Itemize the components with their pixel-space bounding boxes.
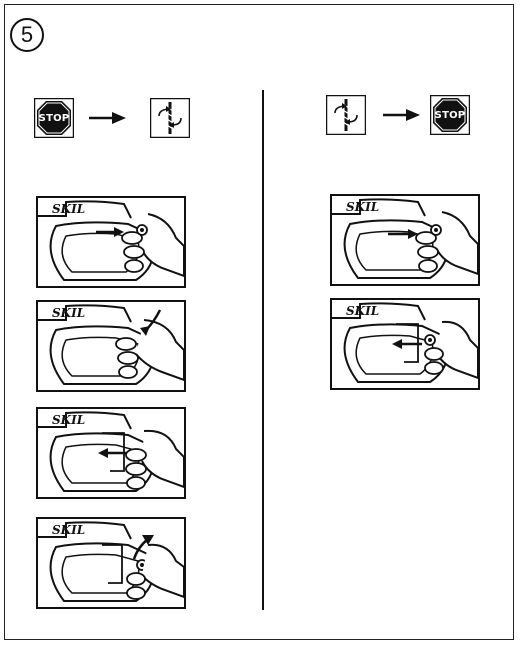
brand-logo: SKIL: [346, 200, 379, 214]
left-panel-2-squeeze-trigger: SKIL: [36, 300, 186, 392]
drill-handle-illustration: SKIL: [330, 194, 480, 286]
right-panel-2-release-lock: SKIL: [330, 298, 480, 390]
step-number: 5: [21, 22, 33, 48]
stop-label: STOP: [430, 95, 470, 135]
drill-bit-rotation-icon: [326, 95, 366, 135]
column-divider: [262, 90, 264, 610]
left-panel-3-release-trigger: SKIL: [36, 407, 186, 499]
drill-handle-illustration: SKIL: [36, 517, 186, 609]
brand-logo: SKIL: [346, 304, 379, 318]
right-arrow-icon: [88, 110, 128, 126]
brand-logo: SKIL: [52, 306, 85, 320]
drill-handle-illustration: SKIL: [36, 300, 186, 392]
drill-handle-illustration: SKIL: [36, 407, 186, 499]
right-arrow-icon: [382, 107, 422, 123]
stop-icon: STOP: [34, 98, 74, 138]
drill-bit-rotation-icon: [150, 98, 190, 138]
brand-logo: SKIL: [52, 523, 85, 537]
left-panel-1-press-lock: SKIL: [36, 196, 186, 288]
brand-logo: SKIL: [52, 202, 85, 216]
stop-label: STOP: [34, 98, 74, 138]
right-panel-1-press-lock: SKIL: [330, 194, 480, 286]
left-panel-4-trigger-spring-back: SKIL: [36, 517, 186, 609]
brand-logo: SKIL: [52, 413, 85, 427]
stop-icon: STOP: [430, 95, 470, 135]
drill-handle-illustration: SKIL: [330, 298, 480, 390]
drill-handle-illustration: SKIL: [36, 196, 186, 288]
step-number-badge: 5: [10, 18, 44, 52]
